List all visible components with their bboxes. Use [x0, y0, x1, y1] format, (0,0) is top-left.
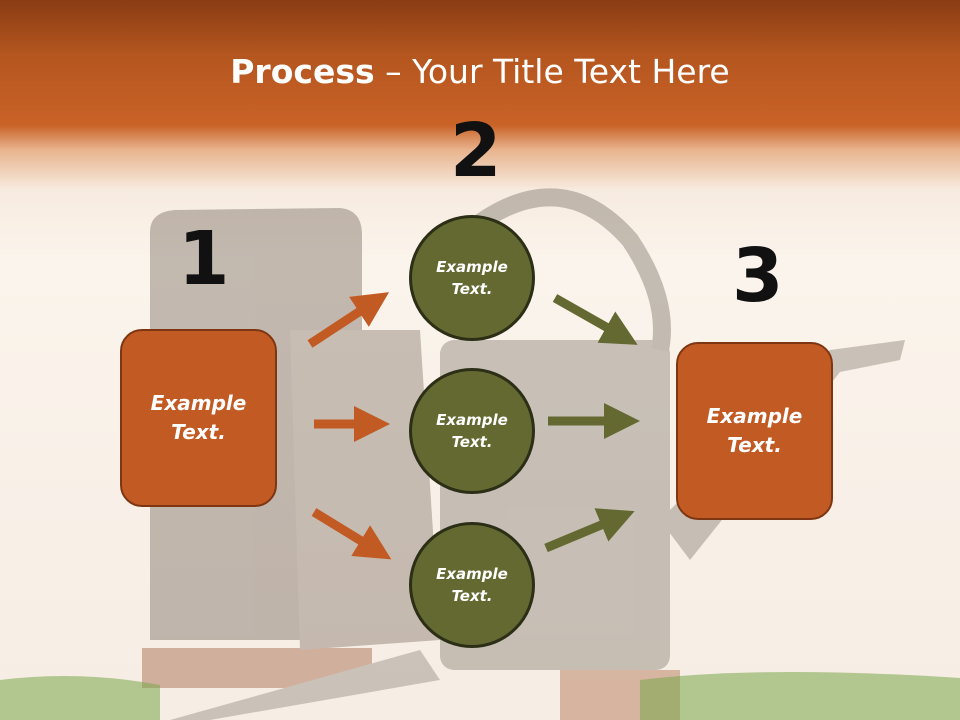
arrow-bottom-to-right [544, 508, 635, 553]
title-rest: – Your Title Text Here [374, 52, 730, 91]
slide-title: Process – Your Title Text Here [0, 52, 960, 91]
left-process-box: Example Text. [120, 329, 277, 507]
title-strong: Process [230, 52, 375, 91]
circle-bottom: Example Text. [409, 522, 535, 648]
step-number-1: 1 [178, 216, 230, 302]
left-box-line2: Text. [171, 420, 226, 444]
circle-middle-line1: Example [436, 410, 508, 429]
step-number-2: 2 [450, 108, 502, 194]
step-number-3: 3 [732, 233, 784, 319]
right-box-line2: Text. [727, 433, 782, 457]
circle-top: Example Text. [409, 215, 535, 341]
arrow-left-to-top [307, 292, 390, 348]
right-box-line1: Example [706, 404, 803, 428]
circle-top-line2: Text. [451, 280, 493, 298]
arrow-top-to-right [552, 294, 638, 345]
circle-top-line1: Example [436, 257, 508, 276]
left-box-line1: Example [150, 391, 247, 415]
circle-bottom-line2: Text. [451, 587, 493, 605]
circle-middle: Example Text. [409, 368, 535, 494]
right-process-box: Example Text. [676, 342, 833, 520]
circle-bottom-line1: Example [436, 564, 508, 583]
circle-middle-line2: Text. [451, 433, 493, 451]
arrow-left-to-bottom [311, 508, 392, 560]
